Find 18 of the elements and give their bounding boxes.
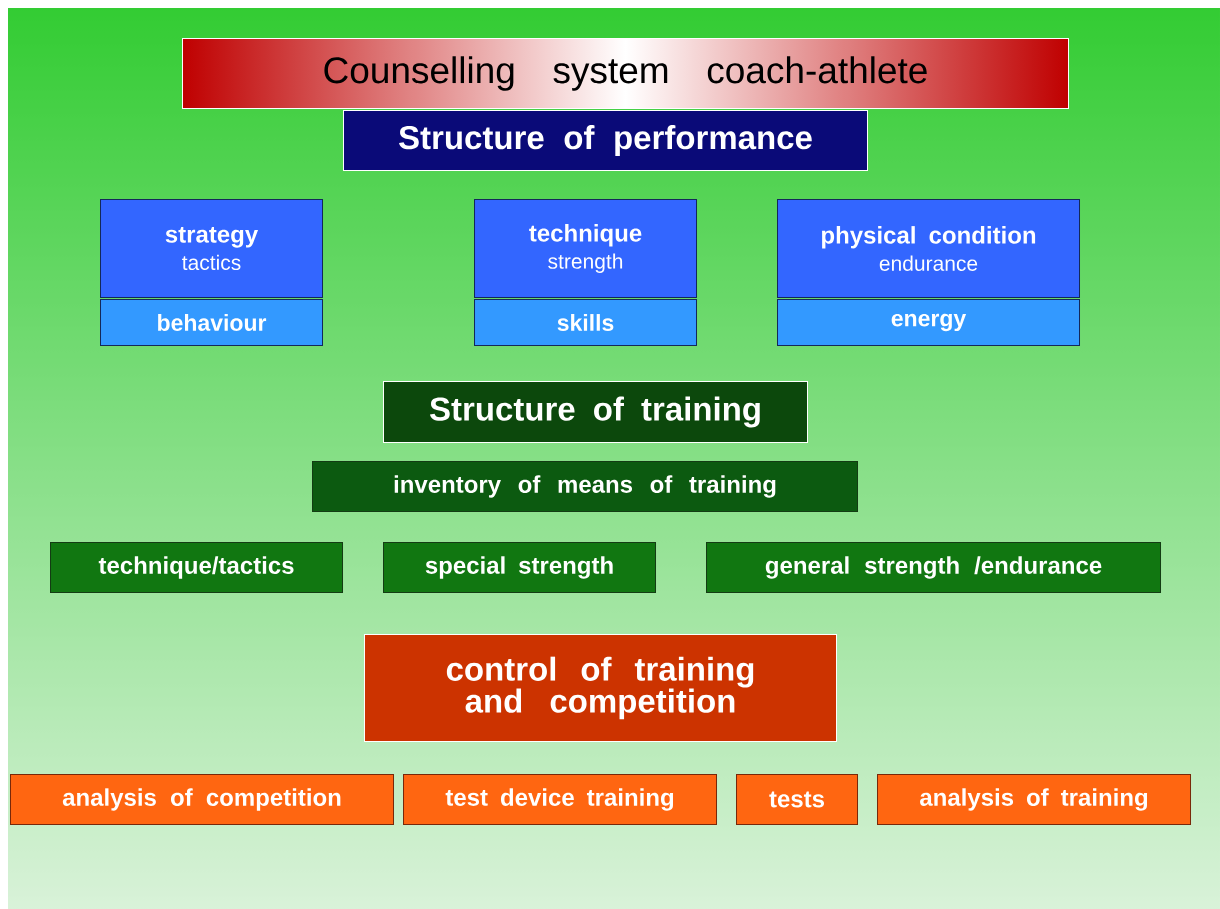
category-box: skills xyxy=(474,299,697,346)
category-box: test device training xyxy=(403,774,717,825)
heading-box: Structure of training xyxy=(383,381,808,443)
category-box: special strength xyxy=(383,542,656,593)
category-box: technique strength xyxy=(474,199,697,298)
category-box: analysis of competition xyxy=(10,774,394,825)
heading-box: Structure of performance xyxy=(343,110,868,171)
category-box: tests xyxy=(736,774,858,825)
subheading-box: inventory of means of training xyxy=(312,461,858,512)
title-banner: Counselling system coach-athlete xyxy=(182,38,1069,109)
category-box: strategy tactics xyxy=(100,199,323,298)
category-box: energy xyxy=(777,299,1080,346)
category-box: technique/tactics xyxy=(50,542,343,593)
category-box: behaviour xyxy=(100,299,323,346)
category-box: analysis of training xyxy=(877,774,1191,825)
heading-box: control of training and competition xyxy=(364,634,837,742)
category-box: physical condition endurance xyxy=(777,199,1080,298)
category-box: general strength /endurance xyxy=(706,542,1161,593)
